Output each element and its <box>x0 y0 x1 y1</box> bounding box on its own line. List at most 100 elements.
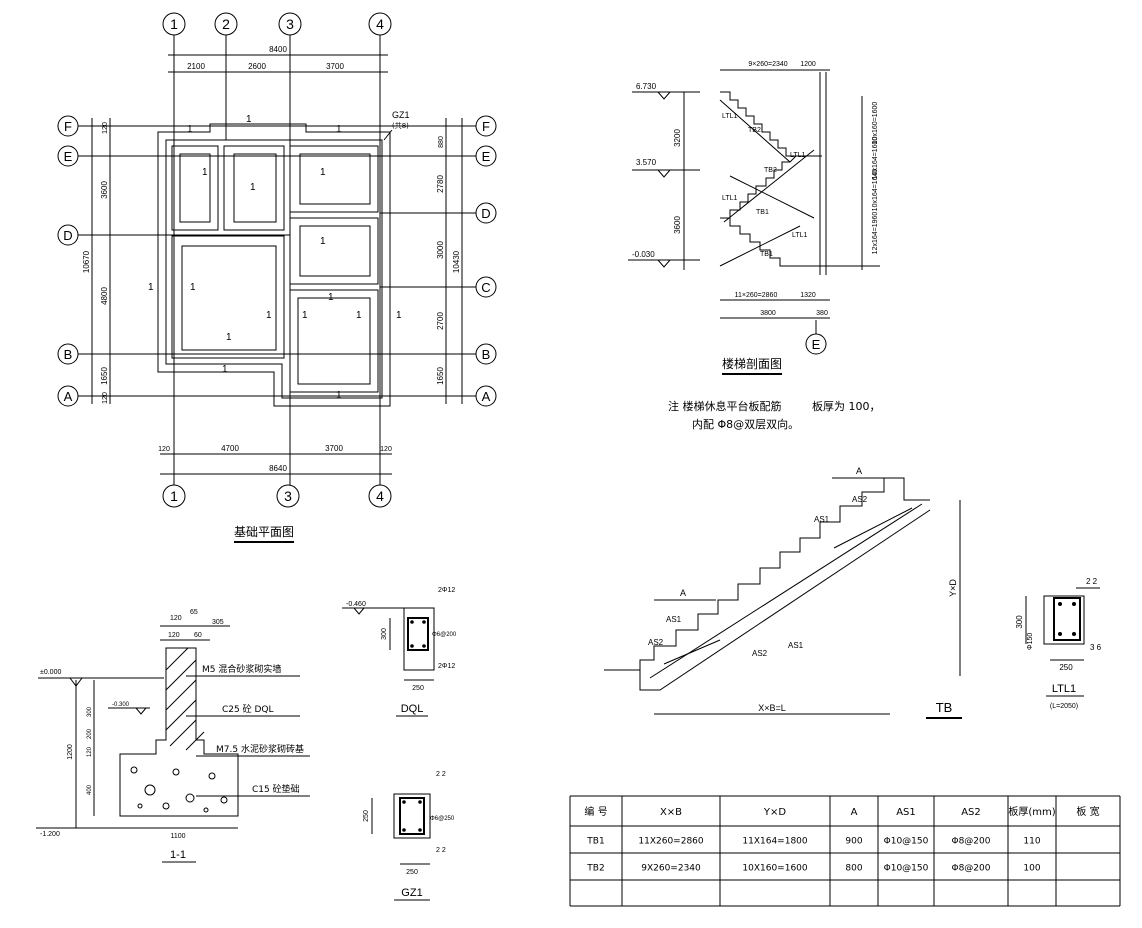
axis-bubble-left-E: E <box>57 145 79 167</box>
table-cell: TB1 <box>586 837 604 847</box>
svg-text:2Φ12: 2Φ12 <box>438 587 455 594</box>
tb-title: TB <box>936 700 953 715</box>
svg-text:1650: 1650 <box>436 367 445 385</box>
svg-text:4800: 4800 <box>100 287 109 305</box>
plan-left-dims: 120 3600 4800 1650 120 10670 <box>82 118 111 404</box>
axis-bubble-left-A: A <box>57 385 79 407</box>
foundation-plan: 1 2 3 4 1 3 4 F E D B A <box>57 12 497 543</box>
tb-detail: A A AS1 AS2 AS1 AS2 AS2 AS1 X×B=L Y×D TB <box>604 466 962 719</box>
svg-text:1: 1 <box>222 364 228 375</box>
svg-text:4: 4 <box>376 488 384 504</box>
svg-text:2 2: 2 2 <box>436 771 446 778</box>
svg-text:4: 4 <box>376 16 384 32</box>
ltl1-title: LTL1 <box>1052 683 1076 695</box>
svg-text:AS2: AS2 <box>852 495 868 504</box>
svg-text:F: F <box>64 119 72 134</box>
table-cell: Φ8@200 <box>952 864 991 874</box>
svg-text:A: A <box>680 588 686 598</box>
svg-text:3200: 3200 <box>673 129 682 147</box>
table-cell: Φ10@150 <box>884 837 929 847</box>
svg-text:内配 Φ8@双层双向。: 内配 Φ8@双层双向。 <box>692 417 799 431</box>
svg-text:2 2: 2 2 <box>1086 577 1098 586</box>
svg-text:LTL1: LTL1 <box>722 113 738 120</box>
svg-text:A: A <box>64 389 73 404</box>
svg-text:C: C <box>481 280 490 295</box>
svg-text:300: 300 <box>1015 615 1024 629</box>
svg-text:TB2: TB2 <box>764 167 777 174</box>
svg-text:1: 1 <box>320 236 326 247</box>
svg-text:8640: 8640 <box>269 464 287 473</box>
table-cell: Φ10@150 <box>884 864 929 874</box>
svg-text:M7.5 水泥砂浆砌砖基: M7.5 水泥砂浆砌砖基 <box>216 743 304 755</box>
axis-bubble-right-C: C <box>475 276 497 298</box>
svg-text:3800: 3800 <box>760 310 776 317</box>
table-cell: 800 <box>845 864 862 874</box>
svg-text:120: 120 <box>87 746 93 757</box>
svg-text:-0.300: -0.300 <box>112 702 130 708</box>
svg-text:LTL1: LTL1 <box>722 195 738 202</box>
svg-text:2780: 2780 <box>436 175 445 193</box>
table-header-cell: AS1 <box>896 807 916 818</box>
wall-hatch <box>165 647 205 751</box>
svg-text:1: 1 <box>356 310 362 321</box>
svg-text:Y×D: Y×D <box>948 579 958 597</box>
svg-text:400: 400 <box>87 784 93 795</box>
axis-bubble-bottom-1: 1 <box>162 484 186 508</box>
table-cell: 9X260=2340 <box>641 864 701 874</box>
plan-rooms <box>171 145 379 393</box>
axis-bubble-right-B: B <box>475 343 497 365</box>
gz1-title: GZ1 <box>401 887 422 899</box>
svg-text:1200: 1200 <box>800 61 816 68</box>
svg-text:3600: 3600 <box>673 216 682 234</box>
svg-text:AS1: AS1 <box>814 515 830 524</box>
svg-text:E: E <box>64 149 73 164</box>
table-header-cell: AS2 <box>961 807 981 818</box>
svg-text:-1.200: -1.200 <box>40 831 60 838</box>
svg-text:200: 200 <box>87 728 93 739</box>
foundation-outline-inner <box>165 139 383 399</box>
svg-text:9×260=2340: 9×260=2340 <box>748 61 787 68</box>
table-header-cell: 板 宽 <box>1076 805 1099 818</box>
svg-text:10x164=1600: 10x164=1600 <box>872 137 879 180</box>
axis-bubble-top-1: 1 <box>162 12 186 36</box>
svg-text:300: 300 <box>381 628 388 640</box>
stair-flights <box>719 91 822 267</box>
axis-bubble-top-3: 3 <box>278 12 302 36</box>
svg-text:E: E <box>482 149 491 164</box>
svg-text:(共8): (共8) <box>392 121 409 130</box>
svg-text:65: 65 <box>190 609 198 616</box>
svg-text:3000: 3000 <box>436 241 445 259</box>
svg-text:TB2: TB2 <box>748 127 761 134</box>
svg-text:10x164=1640: 10x164=1640 <box>872 169 879 212</box>
svg-text:1: 1 <box>190 282 196 293</box>
svg-text:3700: 3700 <box>326 62 344 71</box>
stair-elevations: 6.730 3.570 -0.030 <box>628 82 700 268</box>
dql-title: DQL <box>401 703 424 715</box>
svg-text:C25 砼 DQL: C25 砼 DQL <box>222 703 274 715</box>
svg-text:1: 1 <box>320 167 326 178</box>
axis-bubble-right-D: D <box>475 202 497 224</box>
svg-text:120: 120 <box>102 122 109 134</box>
tb-bar-labels: AS1 AS2 AS1 AS2 AS2 AS1 <box>648 495 868 658</box>
table-header-cell: A <box>851 807 858 818</box>
table-cell: 900 <box>845 837 862 847</box>
stair-section-title: 楼梯剖面图 <box>722 356 782 371</box>
svg-text:D: D <box>63 228 72 243</box>
svg-text:250: 250 <box>1059 663 1073 672</box>
svg-text:1100: 1100 <box>170 833 185 840</box>
svg-text:880: 880 <box>438 136 445 148</box>
svg-text:300: 300 <box>87 706 93 717</box>
section-marks: 1 1 1 1 1 1 1 1 1 1 1 1 1 1 1 1 1 <box>148 114 402 401</box>
svg-text:3: 3 <box>286 16 294 32</box>
svg-text:1200: 1200 <box>67 744 74 760</box>
svg-text:Φ150: Φ150 <box>1027 633 1034 650</box>
svg-text:注 楼梯休息平台板配筋: 注 楼梯休息平台板配筋 <box>668 399 782 413</box>
stair-notes: 注 楼梯休息平台板配筋 板厚为 100， 内配 Φ8@双层双向。 <box>668 399 881 431</box>
svg-text:D: D <box>481 206 490 221</box>
plan-axis-lines <box>78 35 476 485</box>
svg-text:GZ1: GZ1 <box>392 110 410 120</box>
svg-text:Φ6@250: Φ6@250 <box>430 816 455 822</box>
svg-text:1: 1 <box>250 182 256 193</box>
svg-text:1: 1 <box>396 310 402 321</box>
svg-text:8400: 8400 <box>269 45 287 54</box>
